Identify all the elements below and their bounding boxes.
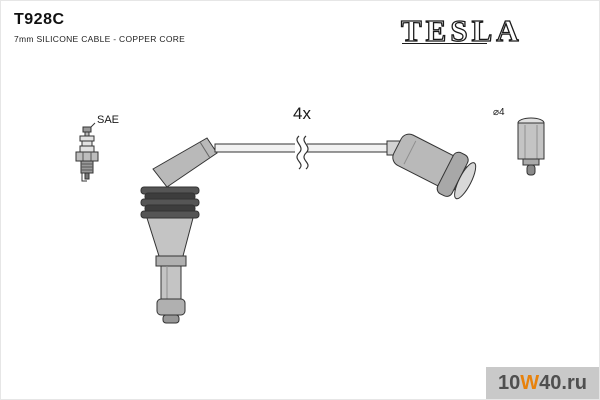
cable-break-mark bbox=[296, 135, 302, 170]
watermark-highlight: W bbox=[520, 371, 540, 394]
product-subtitle: 7mm SILICONE CABLE - COPPER CORE bbox=[14, 34, 186, 44]
brand-logo: TESLA bbox=[400, 12, 523, 48]
watermark-prefix: 10 bbox=[498, 371, 521, 394]
watermark-suffix: 40.ru bbox=[539, 371, 587, 394]
quantity-label: 4x bbox=[293, 104, 311, 123]
right-boot-drawing bbox=[386, 133, 477, 200]
cable-drawing bbox=[214, 135, 390, 170]
spark-plug-drawing bbox=[75, 122, 99, 182]
terminal-connector-drawing bbox=[517, 117, 545, 176]
part-number: T928C bbox=[14, 11, 65, 28]
left-boot-drawing bbox=[140, 137, 218, 324]
sae-label: SAE bbox=[97, 114, 119, 126]
diameter-label: ⌀4 bbox=[493, 107, 505, 118]
brand-logo-text: TESLA bbox=[401, 13, 523, 48]
cable-break-mark bbox=[303, 135, 309, 170]
